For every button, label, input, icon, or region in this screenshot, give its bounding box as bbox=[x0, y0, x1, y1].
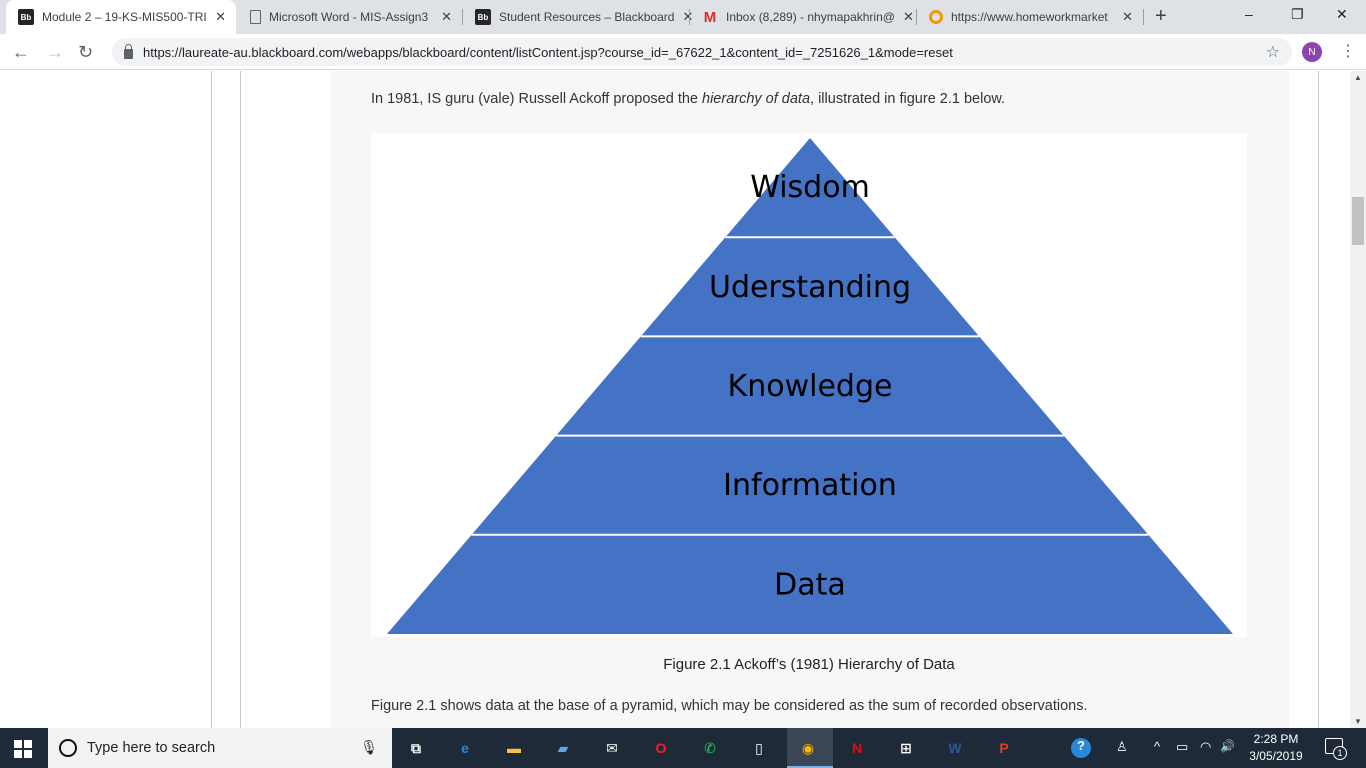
windows-start-button[interactable] bbox=[14, 740, 32, 758]
tray-chevron-icon[interactable]: ^ bbox=[1154, 739, 1161, 754]
tab-label: Student Resources – Blackboard bbox=[499, 10, 675, 24]
left-divider bbox=[211, 71, 212, 728]
intro-paragraph: In 1981, IS guru (vale) Russell Ackoff p… bbox=[371, 91, 1006, 107]
page-viewport: In 1981, IS guru (vale) Russell Ackoff p… bbox=[0, 71, 1350, 728]
pyramid-diagram: WisdomUderstandingKnowledgeInformationDa… bbox=[387, 138, 1233, 634]
tab-separator bbox=[462, 9, 463, 25]
browser-toolbar: ← → ↻ https://laureate-au.blackboard.com… bbox=[0, 34, 1366, 70]
help-icon[interactable]: ? bbox=[1071, 738, 1091, 758]
blackboard-icon: Bb bbox=[475, 9, 491, 25]
cortana-icon bbox=[59, 739, 77, 757]
address-bar[interactable]: https://laureate-au.blackboard.com/webap… bbox=[112, 38, 1292, 66]
file-explorer-icon[interactable]: ▬ bbox=[507, 740, 521, 756]
minimize-button[interactable]: – bbox=[1245, 6, 1253, 22]
whatsapp-icon[interactable]: ✆ bbox=[704, 739, 716, 756]
taskbar-search-box[interactable]: Type here to search 🎙 bbox=[48, 728, 392, 768]
close-icon[interactable]: ✕ bbox=[215, 9, 226, 24]
tab-label: Module 2 – 19-KS-MIS500-TRI bbox=[42, 10, 207, 24]
file-icon[interactable]: ▯ bbox=[755, 739, 763, 756]
tab-module-2[interactable]: Bb Module 2 – 19-KS-MIS500-TRI ✕ bbox=[6, 0, 236, 34]
hierarchy-term: hierarchy of data bbox=[702, 91, 811, 107]
tab-separator bbox=[916, 9, 917, 25]
microphone-icon[interactable]: 🎙 bbox=[360, 739, 378, 755]
wifi-icon[interactable]: ◠ bbox=[1200, 739, 1212, 754]
pyramid-level-knowledge: Knowledge bbox=[728, 369, 893, 404]
word-icon[interactable]: W bbox=[948, 740, 962, 756]
chrome-icon[interactable]: ◉ bbox=[801, 739, 815, 756]
follow-paragraph: Figure 2.1 shows data at the base of a p… bbox=[371, 698, 1088, 714]
tab-inbox[interactable]: M Inbox (8,289) - nhymapakhrin@ ✕ bbox=[690, 0, 916, 34]
close-icon[interactable]: ✕ bbox=[441, 9, 452, 24]
close-icon[interactable]: ✕ bbox=[902, 9, 914, 24]
gmail-icon: M bbox=[703, 8, 717, 26]
url-text[interactable]: https://laureate-au.blackboard.com/webap… bbox=[143, 44, 953, 60]
powerpoint-icon[interactable]: P bbox=[999, 740, 1009, 756]
bookmark-star-icon[interactable]: ☆ bbox=[1265, 44, 1280, 61]
tab-label: Microsoft Word - MIS-Assign3 bbox=[269, 10, 429, 24]
task-view-icon[interactable]: ⧉ bbox=[411, 739, 421, 756]
system-clock[interactable]: 2:28 PM 3/05/2019 bbox=[1238, 731, 1314, 765]
store-icon[interactable]: ⊞ bbox=[900, 739, 912, 756]
forward-button[interactable]: → bbox=[46, 42, 64, 62]
tab-microsoft-word[interactable]: Microsoft Word - MIS-Assign3 ✕ bbox=[238, 0, 462, 34]
scroll-thumb[interactable] bbox=[1352, 197, 1364, 245]
homeworkmarket-icon bbox=[929, 10, 943, 24]
tab-separator bbox=[1143, 9, 1144, 25]
battery-icon[interactable]: ▭ bbox=[1176, 739, 1189, 754]
vertical-scrollbar[interactable]: ▲ ▼ bbox=[1350, 71, 1366, 728]
content-divider bbox=[240, 71, 241, 728]
pyramid-level-wisdom: Wisdom bbox=[750, 170, 870, 205]
back-button[interactable]: ← bbox=[12, 42, 30, 62]
clock-date: 3/05/2019 bbox=[1249, 749, 1303, 763]
new-tab-button[interactable]: + bbox=[1155, 5, 1167, 27]
network-icon[interactable]: ▰ bbox=[557, 739, 569, 756]
pyramid-shape bbox=[387, 138, 1233, 634]
window-close-button[interactable]: ✕ bbox=[1336, 6, 1348, 22]
tab-homeworkmarket[interactable]: https://www.homeworkmarket ✕ bbox=[917, 0, 1143, 34]
blackboard-icon: Bb bbox=[18, 9, 34, 25]
tab-label: Inbox (8,289) - nhymapakhrin@ bbox=[726, 10, 895, 24]
edge-icon[interactable]: e bbox=[461, 740, 469, 756]
tab-separator bbox=[689, 9, 690, 25]
people-icon[interactable]: ♙ bbox=[1116, 739, 1128, 754]
restore-button[interactable]: ❐ bbox=[1291, 6, 1304, 22]
opera-icon[interactable]: O bbox=[655, 740, 667, 756]
search-placeholder: Type here to search bbox=[87, 740, 216, 756]
tab-student-resources[interactable]: Bb Student Resources – Blackboard ✕ bbox=[463, 0, 693, 34]
close-icon[interactable]: ✕ bbox=[682, 9, 694, 24]
scroll-down-arrow[interactable]: ▼ bbox=[1354, 717, 1362, 726]
tab-label: https://www.homeworkmarket bbox=[951, 10, 1108, 24]
netflix-icon[interactable]: N bbox=[851, 740, 863, 756]
notification-count-badge: 1 bbox=[1333, 746, 1347, 760]
tab-strip: Bb Module 2 – 19-KS-MIS500-TRI ✕ Microso… bbox=[0, 0, 1366, 34]
volume-icon[interactable]: 🔊 bbox=[1220, 739, 1235, 753]
clock-time: 2:28 PM bbox=[1253, 732, 1299, 746]
figure-caption: Figure 2.1 Ackoff’s (1981) Hierarchy of … bbox=[663, 656, 955, 673]
reload-button[interactable]: ↻ bbox=[78, 42, 94, 62]
browser-menu-icon[interactable]: ⋮ bbox=[1340, 43, 1356, 60]
pyramid-level-uderstanding: Uderstanding bbox=[709, 270, 911, 305]
lock-icon bbox=[124, 44, 133, 59]
pyramid-level-data: Data bbox=[774, 567, 846, 602]
pyramid-level-information: Information bbox=[723, 468, 897, 503]
close-icon[interactable]: ✕ bbox=[1122, 9, 1133, 24]
mail-icon[interactable]: ✉ bbox=[606, 739, 618, 756]
profile-avatar[interactable]: N bbox=[1302, 42, 1322, 62]
right-divider bbox=[1318, 71, 1319, 728]
scroll-up-arrow[interactable]: ▲ bbox=[1354, 73, 1362, 82]
document-icon bbox=[250, 10, 261, 24]
active-app-highlight bbox=[787, 728, 833, 768]
